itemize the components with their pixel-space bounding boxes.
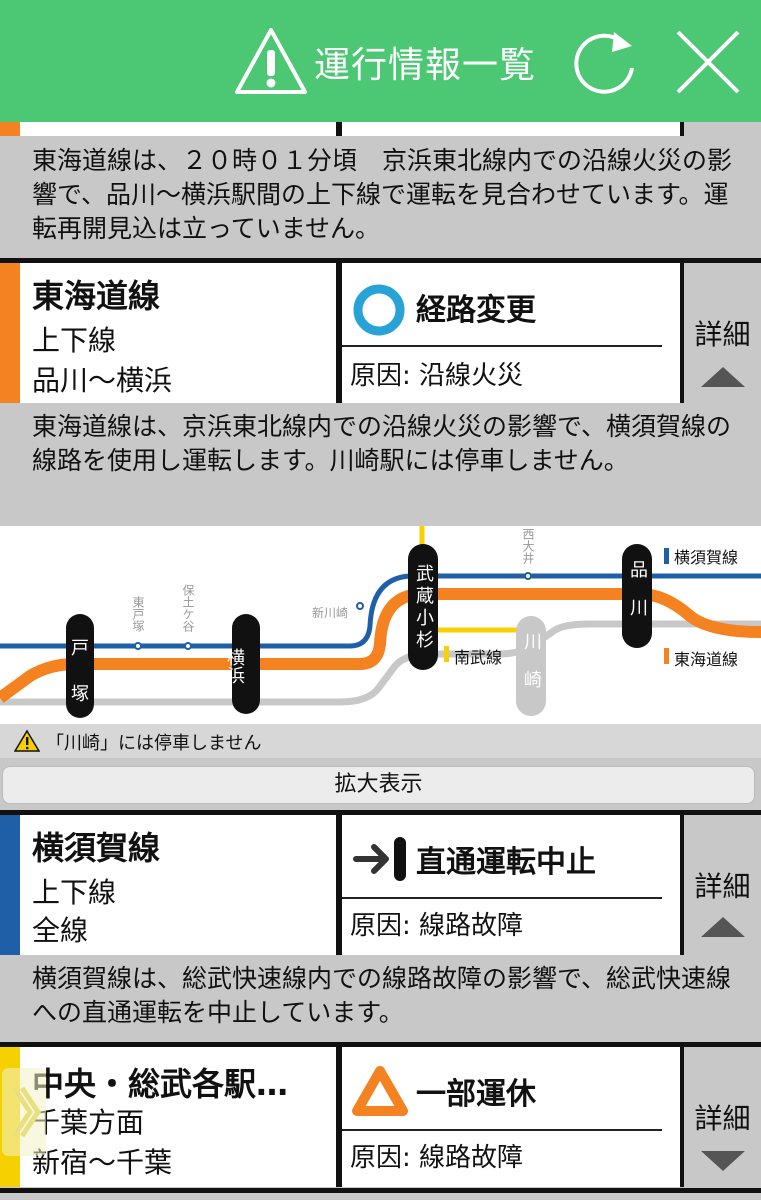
close-icon[interactable] — [672, 26, 744, 98]
line-direction: 上下線 — [32, 876, 117, 909]
line-info-cell — [20, 122, 336, 136]
station-label-nishioi: 西大井 — [521, 528, 535, 564]
cause-text: 原因: 線路故障 — [350, 911, 524, 941]
line-info-cell: 東海道線 上下線 品川〜横浜 — [20, 263, 336, 403]
line-direction: 千葉方面 — [32, 1106, 145, 1139]
station-label-totsuka: 戸塚 — [66, 626, 94, 718]
message-text: 東海道線は、２０時０１分頃 京浜東北線内での沿線火災の影響で、品川〜横浜駅間の上… — [32, 146, 733, 243]
line-section: 全線 — [32, 914, 89, 947]
detail-button[interactable]: 詳細 — [684, 1047, 761, 1187]
legend-nambu: 南武線 — [454, 648, 503, 667]
message-text: 東海道線は、京浜東北線内での沿線火災の影響で、横須賀線の線路を使用し運転します。… — [32, 412, 732, 475]
line-section: 新宿〜千葉 — [32, 1146, 173, 1179]
message-text: 横須賀線は、総武快速線内での線路故障の影響で、総武快速線への直通運転を中止してい… — [32, 964, 732, 1027]
status-label: 経路変更 — [416, 293, 536, 328]
line-info-cell: 横須賀線 上下線 全線 — [20, 815, 336, 955]
line-color-bar — [0, 122, 20, 136]
station-label-char: 戸 — [71, 638, 89, 659]
legend-yokosuka: 横須賀線 — [674, 548, 739, 567]
status-divider — [342, 1129, 662, 1131]
detail-button[interactable] — [684, 122, 761, 136]
collapse-arrow-icon — [701, 917, 745, 937]
status-label: 一部運休 — [416, 1077, 536, 1112]
detail-button[interactable]: 詳細 — [684, 263, 761, 403]
line-color-bar — [0, 815, 20, 955]
status-label: 直通運転中止 — [416, 845, 596, 880]
cell-divider — [336, 1047, 342, 1187]
line-direction: 上下線 — [32, 324, 117, 357]
line-info-cell: 中央・総武各駅… 千葉方面 新宿〜千葉 — [20, 1047, 336, 1187]
line-section: 品川〜横浜 — [32, 364, 173, 397]
status-cell: 一部運休 原因: 線路故障 — [342, 1047, 680, 1187]
line-name: 中央・総武各駅… — [32, 1065, 289, 1103]
detail-label: 詳細 — [694, 870, 751, 903]
expand-arrow-icon — [701, 1151, 745, 1171]
station-label-musashikosugi: 武蔵小杉 — [413, 564, 434, 652]
station-label-shinkawasaki: 新川崎 — [312, 606, 349, 620]
zoom-button[interactable]: 拡大表示 — [2, 766, 755, 804]
cause-text: 原因: 線路故障 — [350, 1143, 524, 1173]
status-divider — [342, 345, 662, 347]
cause-text: 原因: 沿線火災 — [350, 361, 524, 391]
collapse-arrow-icon — [701, 367, 745, 387]
triangle-icon — [352, 1066, 408, 1116]
station-label-hodogaya: 保土ケ谷 — [181, 584, 195, 632]
warning-icon — [14, 729, 40, 752]
row-separator — [0, 258, 761, 263]
arrow-stop-icon — [353, 837, 406, 881]
warning-icon — [235, 28, 307, 94]
station-label-yokohama: 横浜 — [224, 648, 245, 684]
detail-label: 詳細 — [694, 1102, 751, 1135]
drawer-chevron-icon[interactable] — [2, 1068, 46, 1156]
row-separator — [0, 1188, 761, 1193]
row-separator — [0, 810, 761, 815]
station-label-higashitotsuka: 東戸塚 — [131, 596, 145, 632]
status-cell: 経路変更 原因: 沿線火災 — [342, 263, 680, 403]
station-label-char: 塚 — [71, 684, 89, 705]
status-cell — [342, 122, 680, 136]
cell-divider — [680, 815, 684, 955]
detail-label: 詳細 — [694, 318, 751, 351]
cell-divider — [336, 263, 342, 403]
cell-divider — [680, 1047, 684, 1187]
line-name: 東海道線 — [32, 277, 161, 315]
cell-divider — [336, 122, 342, 136]
route-map-graphic — [0, 526, 761, 718]
cell-divider — [680, 263, 684, 403]
legend-tokaido: 東海道線 — [674, 650, 739, 669]
reload-icon[interactable] — [566, 24, 642, 100]
route-map: 戸塚 横浜 武蔵小杉 品川 川崎 東戸塚 保土ケ谷 新川崎 西大井 横須賀線 東… — [0, 526, 761, 724]
ring-icon — [353, 284, 405, 336]
detail-button[interactable]: 詳細 — [684, 815, 761, 955]
status-cell: 直通運転中止 原因: 線路故障 — [342, 815, 680, 955]
station-label-shinagawa: 品川 — [627, 560, 648, 636]
cell-divider — [680, 122, 684, 136]
line-name: 横須賀線 — [32, 829, 161, 867]
map-note: 「川崎」には停車しません — [0, 724, 761, 758]
cell-divider — [336, 815, 342, 955]
header-bar: 運行情報一覧 — [0, 0, 761, 122]
map-note-text: 「川崎」には停車しません — [46, 733, 262, 754]
line-color-bar — [0, 263, 20, 403]
station-label-kawasaki: 川崎 — [521, 632, 542, 708]
status-divider — [342, 897, 662, 899]
row-separator — [0, 1042, 761, 1047]
page-title: 運行情報一覧 — [314, 45, 537, 86]
